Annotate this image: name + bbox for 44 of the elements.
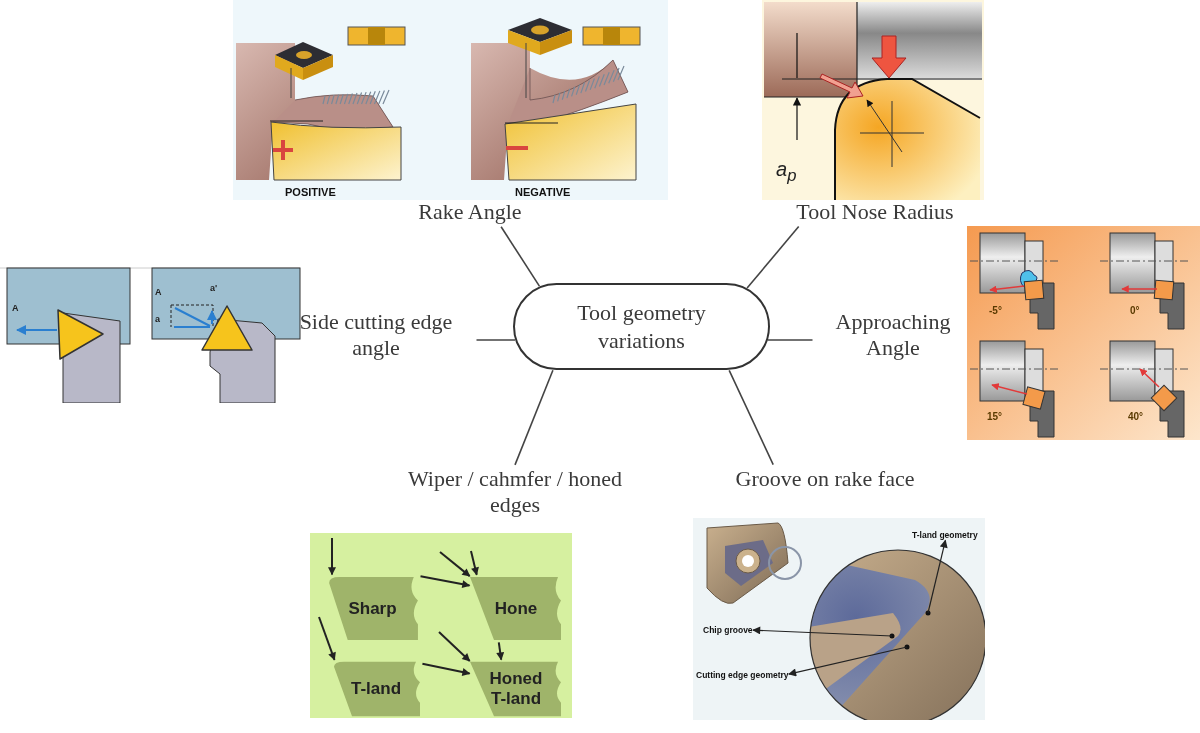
arrow: [328, 537, 336, 576]
leader-line: [788, 646, 908, 677]
arrow: [470, 550, 479, 576]
branch-label: Wiper / cahmfer / honed edges: [395, 465, 635, 520]
arrow: [318, 616, 336, 661]
arrow: [438, 631, 471, 662]
branch-label: Tool Nose Radius: [770, 198, 980, 227]
leader-line: [752, 626, 893, 637]
connector-line: [746, 225, 800, 289]
callout-text: Cutting edge geometry: [696, 670, 789, 680]
connector-line: [500, 225, 541, 287]
arrow: [439, 551, 471, 578]
profile-label: Honed T-land: [488, 668, 544, 710]
arrow: [421, 662, 471, 676]
profile-label: Hone: [493, 598, 539, 619]
edge-profile-block: [470, 660, 562, 718]
edge-profile-block: [470, 575, 562, 642]
connector-line: [514, 369, 554, 466]
dimension-label: a$_{p}$: [776, 158, 797, 186]
branch-label: Groove on rake face: [730, 465, 920, 494]
branch-label: Approaching Angle: [813, 308, 973, 363]
vector-label: a: [155, 314, 160, 324]
callout-text: T-land geometry: [912, 530, 978, 540]
topic-text: Tool geometry variations: [576, 299, 707, 354]
connector-line: [728, 369, 774, 466]
arrow: [419, 575, 471, 589]
angle-label: 15°: [987, 411, 1003, 422]
branch-label: Side cutting edge angle: [276, 308, 476, 363]
profile-label: T-land: [349, 678, 403, 700]
angle-label: 0°: [1130, 305, 1140, 316]
connector-line: [767, 339, 814, 341]
caption-text: NEGATIVE: [515, 186, 571, 198]
arrow: [496, 641, 505, 661]
connector-line: [475, 339, 516, 341]
profile-label: Sharp: [347, 598, 398, 619]
branch-label: Rake Angle: [400, 198, 540, 227]
angle-label: 40°: [1128, 411, 1144, 422]
callout-text: Chip groove: [703, 625, 753, 635]
angle-label: -5°: [989, 305, 1002, 316]
vector-label: a': [210, 283, 218, 293]
vector-label: A: [12, 303, 19, 313]
leader-line: [927, 539, 948, 614]
vector-label: A: [155, 287, 162, 297]
caption-text: POSITIVE: [285, 186, 336, 198]
